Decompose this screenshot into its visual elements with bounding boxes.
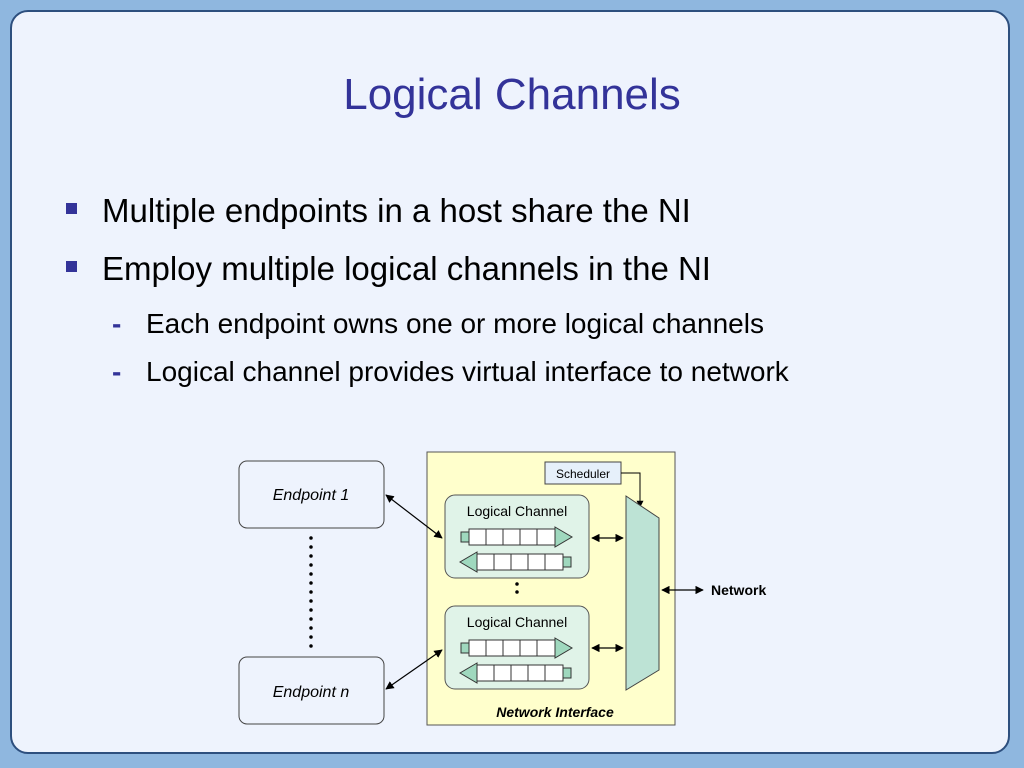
network-interface-label: Network Interface xyxy=(496,704,614,720)
scheduler-arrow xyxy=(621,472,644,508)
scheduler-label: Scheduler xyxy=(556,467,610,481)
bullet-text: Employ multiple logical channels in the … xyxy=(102,250,711,287)
multiplexer-shape xyxy=(625,495,660,691)
slide-title: Logical Channels xyxy=(343,70,681,119)
square-bullet-icon xyxy=(66,203,77,214)
square-bullet-icon xyxy=(66,261,77,272)
receive-queue-top xyxy=(459,551,572,573)
bullet-item: Multiple endpoints in a host share the N… xyxy=(66,188,789,246)
sub-bullet-item: - Each endpoint owns one or more logical… xyxy=(66,304,789,352)
logical-channel-top-label: Logical Channel xyxy=(467,503,567,519)
endpoint-n-box xyxy=(238,656,385,725)
send-queue-bottom xyxy=(460,637,573,659)
endpoint-1-channel-arrow xyxy=(385,494,443,539)
sub-bullet-text: Each endpoint owns one or more logical c… xyxy=(146,308,764,339)
sub-bullet-item: - Logical channel provides virtual inter… xyxy=(66,352,789,400)
bullet-list: Multiple endpoints in a host share the N… xyxy=(66,188,789,400)
endpoint-1-box xyxy=(238,460,385,529)
endpoint-n-channel-arrow xyxy=(385,649,443,690)
endpoint-1-label: Endpoint 1 xyxy=(273,487,350,504)
bullet-text: Multiple endpoints in a host share the N… xyxy=(102,192,691,229)
bullet-item: Employ multiple logical channels in the … xyxy=(66,246,789,304)
logical-channel-bottom-label: Logical Channel xyxy=(467,614,567,630)
receive-queue-bottom xyxy=(459,662,572,684)
dash-bullet-icon: - xyxy=(112,356,122,387)
send-queue-top xyxy=(460,526,573,548)
endpoint-n-label: Endpoint n xyxy=(273,684,350,701)
sub-bullet-text: Logical channel provides virtual interfa… xyxy=(146,356,789,387)
dash-bullet-icon: - xyxy=(112,308,122,339)
network-label: Network xyxy=(711,582,766,598)
